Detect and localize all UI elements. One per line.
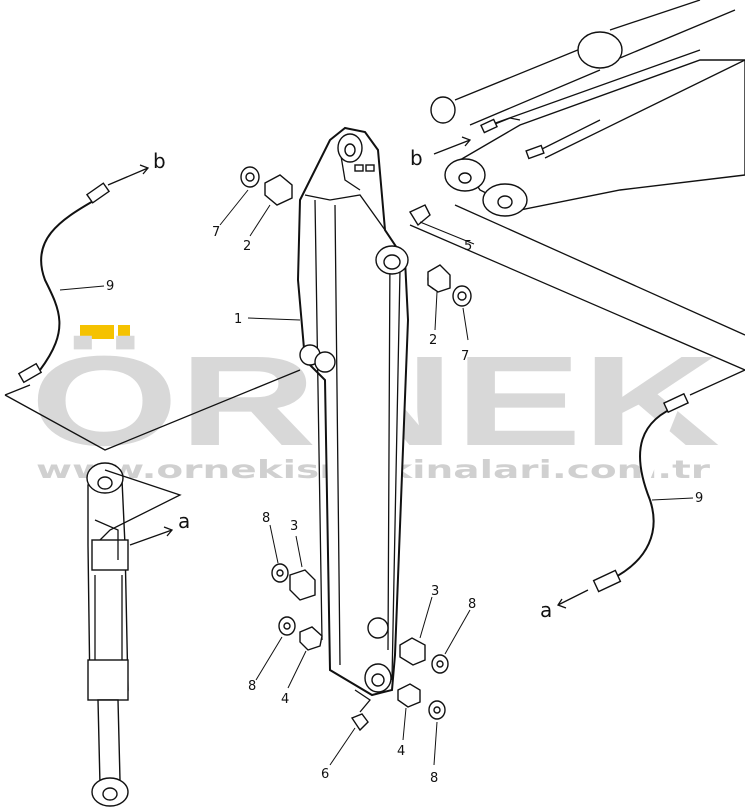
- callout-1: 1: [234, 312, 242, 327]
- arrow-markers: b b a a: [107, 136, 589, 622]
- hose-upper-left: [17, 182, 111, 384]
- callout-3-right: 3: [431, 584, 439, 599]
- callout-labels: 1 2 2 3 3 4 4 5 6 7 7 8 8 8 8 9 9: [106, 225, 703, 786]
- callout-8-lower-right: 8: [430, 771, 438, 786]
- bushings-and-seals: [240, 166, 472, 732]
- connection-lines: [4, 204, 745, 541]
- callout-8-upper-left: 8: [262, 511, 270, 526]
- boom-cylinder-head: [577, 31, 623, 69]
- callout-8-upper-right: 8: [468, 597, 476, 612]
- callout-7-top: 7: [212, 225, 220, 240]
- callout-2-right: 2: [429, 333, 437, 348]
- callout-9-right: 9: [695, 491, 703, 506]
- watermark-accent-right: [118, 325, 130, 339]
- callout-5: 5: [464, 239, 472, 254]
- callout-2-top: 2: [243, 239, 251, 254]
- callout-4-left: 4: [281, 692, 289, 707]
- arrow-label-b-left: b: [153, 149, 166, 173]
- arm-cylinder: [86, 462, 129, 807]
- arrow-label-b-right: b: [410, 146, 423, 170]
- leader-lines: [59, 189, 694, 766]
- callout-4-bottom: 4: [397, 744, 405, 759]
- callout-3-left: 3: [290, 519, 298, 534]
- callout-8-lower-left: 8: [248, 679, 256, 694]
- arrow-label-a-left: a: [178, 509, 190, 533]
- callout-7-right: 7: [461, 349, 469, 364]
- callout-6: 6: [321, 767, 329, 782]
- callout-9-left: 9: [106, 279, 114, 294]
- boom-assembly: [430, 0, 745, 217]
- hose-right: [592, 392, 690, 593]
- arrow-label-a-right: a: [540, 598, 552, 622]
- watermark-accent-left: [80, 325, 114, 339]
- arm: [296, 126, 410, 713]
